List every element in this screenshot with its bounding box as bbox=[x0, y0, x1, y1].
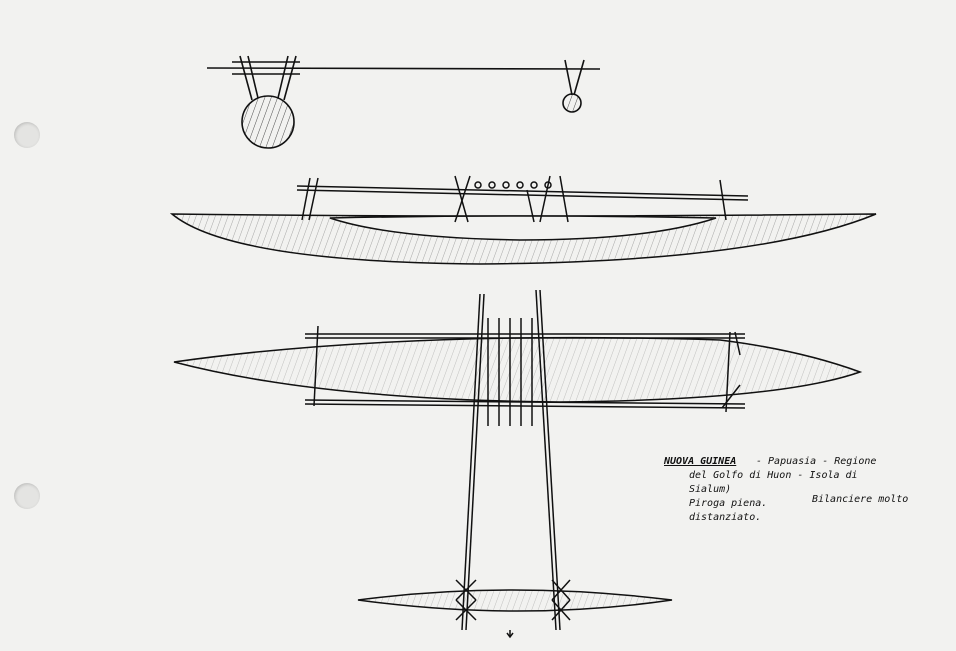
caption-region-3: Sialum) bbox=[689, 484, 732, 495]
caption-outrigger-note-1: Bilanciere molto bbox=[812, 494, 909, 505]
side-view bbox=[169, 175, 877, 265]
caption-outrigger-note-2: distanziato. bbox=[689, 512, 762, 523]
caption-title: NUOVA GUINEA bbox=[664, 456, 737, 467]
caption-region-2: del Golfo di Huon - Isola di bbox=[689, 470, 858, 481]
punch-hole-top bbox=[14, 122, 40, 148]
punch-hole-bottom bbox=[14, 483, 40, 509]
front-view bbox=[206, 55, 601, 149]
caption-boat-type: Piroga piena. bbox=[689, 498, 768, 509]
top-view bbox=[173, 289, 863, 639]
caption-region-1: - Papuasia - Regione bbox=[756, 456, 877, 467]
